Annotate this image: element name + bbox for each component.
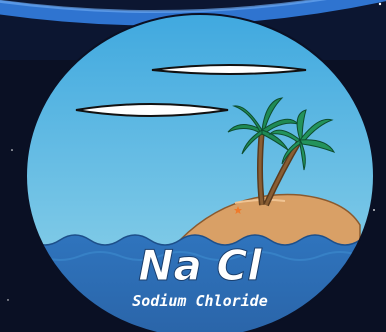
formula-label: Na Cl xyxy=(138,241,262,290)
cloud-icon xyxy=(75,103,229,117)
badge-border xyxy=(25,13,375,332)
star xyxy=(373,209,375,211)
star xyxy=(11,149,13,151)
star-field xyxy=(7,2,382,301)
star xyxy=(7,299,9,301)
palm-tree-icon xyxy=(227,97,336,207)
orbit-ring-highlight xyxy=(0,0,327,14)
compound-name-label: Sodium Chloride xyxy=(132,292,267,310)
starfish-icon xyxy=(234,206,242,214)
star xyxy=(378,2,382,6)
cloud-icon xyxy=(151,64,307,75)
